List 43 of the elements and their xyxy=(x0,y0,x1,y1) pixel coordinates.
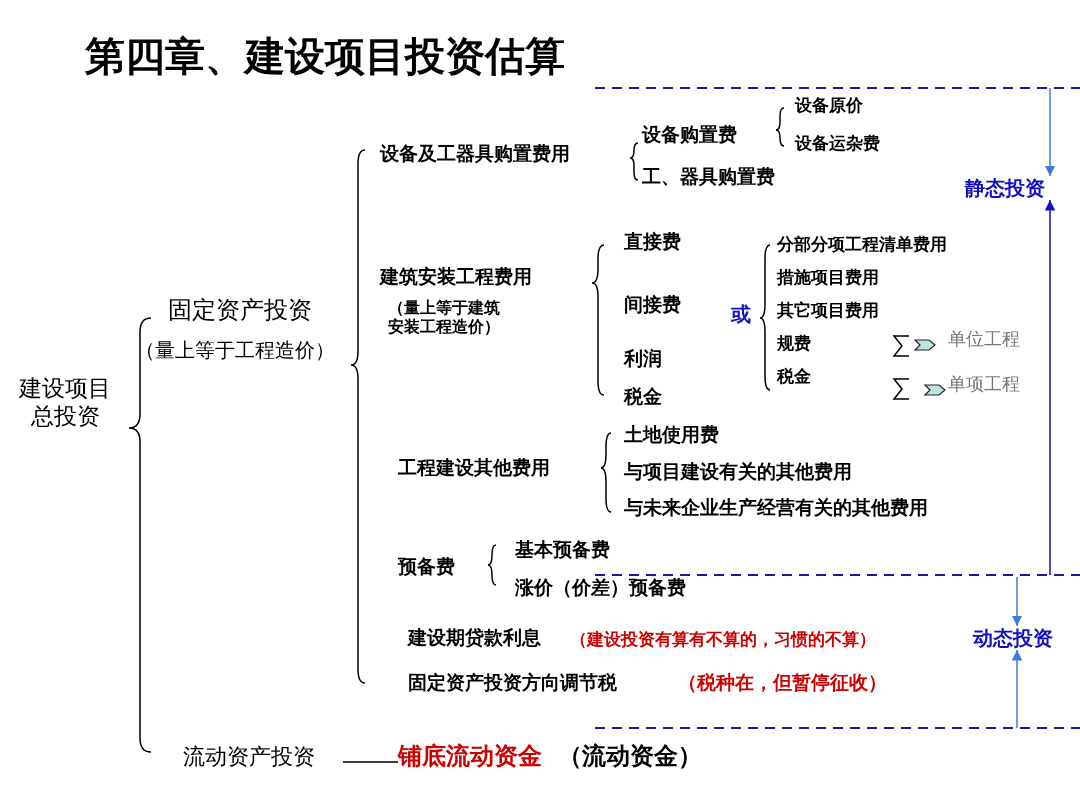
item-label: 分部分项工程清单费用 xyxy=(777,235,947,256)
item-label: 基本预备费 xyxy=(515,539,610,562)
item-label: 利润 xyxy=(624,348,662,371)
arrow xyxy=(1011,649,1023,729)
item-label: 措施项目费用 xyxy=(777,268,879,289)
title: 第四章、建设项目投资估算 xyxy=(85,33,565,80)
category-label: 静态投资 xyxy=(965,176,1045,200)
item-label: 工、器具购置费 xyxy=(642,166,775,189)
item-label: 直接费 xyxy=(624,231,681,254)
item-label: 土地使用费 xyxy=(624,424,719,447)
item-label: 涨价（价差）预备费 xyxy=(515,577,686,600)
item-label: 固定资产投资 xyxy=(168,296,312,325)
item-label: 设备原价 xyxy=(795,96,863,117)
item-label: 流动资产投资 xyxy=(183,744,315,771)
item-label: 规费 xyxy=(777,334,811,355)
unit-label: 单位工程 xyxy=(948,329,1020,351)
item-label: 设备运杂费 xyxy=(795,134,880,155)
item-label: 建设期贷款利息 xyxy=(408,627,541,650)
arrow xyxy=(1011,576,1023,627)
item-label: 设备购置费 xyxy=(642,124,737,147)
arrow xyxy=(1044,199,1056,576)
unit-label: 单项工程 xyxy=(948,374,1020,396)
arrow xyxy=(1044,87,1056,177)
item-label: （量上等于建筑安装工程造价） xyxy=(388,298,501,337)
item-label: （量上等于工程造价） xyxy=(135,338,335,362)
item-label: 预备费 xyxy=(398,556,455,579)
root-label: 建设项目总投资 xyxy=(18,375,112,431)
item-label: （流动资金） xyxy=(558,742,702,771)
connector-word: 或 xyxy=(731,302,751,326)
item-label: 税金 xyxy=(777,367,811,388)
item-label: 与未来企业生产经营有关的其他费用 xyxy=(624,497,928,520)
item-label: 工程建设其他费用 xyxy=(398,457,550,480)
item-label: （建设投资有算有不算的，习惯的不算） xyxy=(570,630,876,651)
category-label: 动态投资 xyxy=(973,626,1053,650)
item-label: 与项目建设有关的其他费用 xyxy=(624,461,852,484)
item-label: 间接费 xyxy=(624,294,681,317)
item-label: 其它项目费用 xyxy=(777,301,879,322)
item-label: 建筑安装工程费用 xyxy=(380,266,532,289)
item-label: 设备及工器具购置费用 xyxy=(380,143,570,166)
item-label: 铺底流动资金 xyxy=(398,742,542,771)
item-label: 固定资产投资方向调节税 xyxy=(408,672,617,695)
item-label: （税种在，但暂停征收） xyxy=(678,672,887,695)
item-label: 税金 xyxy=(624,386,662,409)
